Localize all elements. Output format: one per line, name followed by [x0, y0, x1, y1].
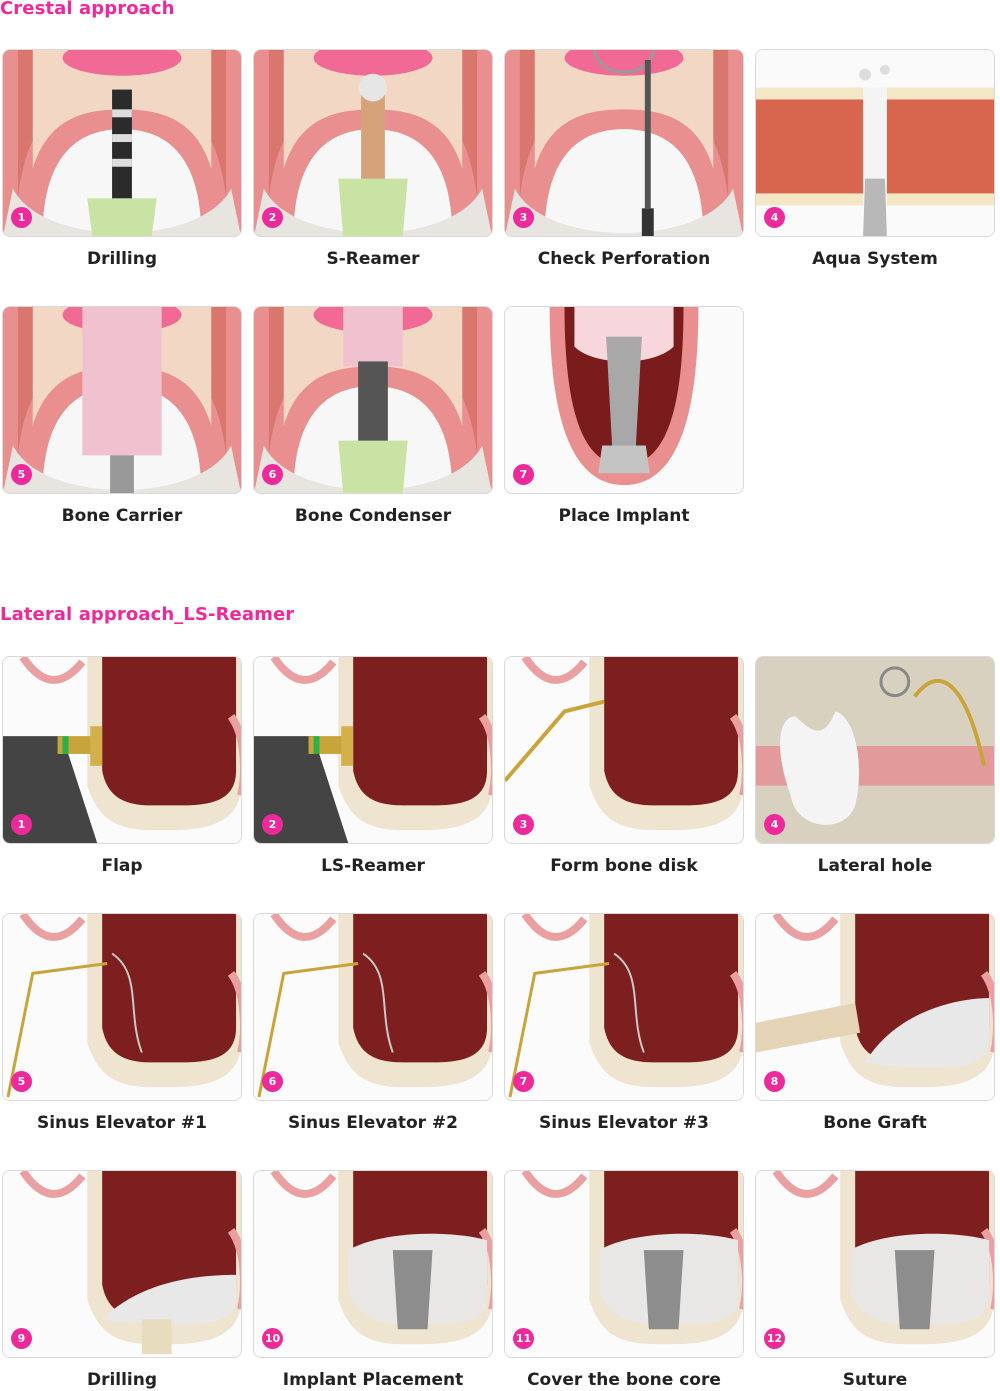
step-number-badge: 12: [764, 1328, 785, 1349]
step-number-badge: 3: [513, 814, 534, 835]
step-illustration: [254, 657, 492, 843]
step-card: 1: [2, 49, 242, 237]
step-card: 9: [2, 1170, 242, 1358]
step-card: 5: [2, 306, 242, 494]
step-number-badge: 8: [764, 1071, 785, 1092]
step-caption: Aqua System: [812, 249, 938, 269]
step-caption: Flap: [101, 856, 143, 876]
step-card: 11: [504, 1170, 744, 1358]
step-card: 2: [253, 656, 493, 844]
step-illustration: [3, 50, 241, 236]
step-illustration: [505, 657, 743, 843]
step-illustration: [254, 914, 492, 1100]
step-caption: Sinus Elevator #2: [287, 1113, 459, 1133]
step-illustration: [756, 914, 994, 1100]
step-card: 3: [504, 49, 744, 237]
step-caption: Sinus Elevator #3: [538, 1113, 710, 1133]
step-caption: Suture: [842, 1370, 908, 1390]
step-card: 2: [253, 49, 493, 237]
step-illustration: [3, 914, 241, 1100]
step-number-badge: 5: [11, 464, 32, 485]
step-caption: Implant Placement: [282, 1370, 464, 1390]
step-card: 12: [755, 1170, 995, 1358]
step-card: 6: [253, 913, 493, 1101]
step-number-badge: 7: [513, 1071, 534, 1092]
step-illustration: [3, 307, 241, 493]
step-card: 10: [253, 1170, 493, 1358]
step-card: 4: [755, 656, 995, 844]
step-illustration: [505, 1171, 743, 1357]
step-caption: Bone Carrier: [61, 506, 183, 526]
step-number-badge: 9: [11, 1328, 32, 1349]
step-card: 3: [504, 656, 744, 844]
step-card: 6: [253, 306, 493, 494]
step-illustration: [505, 50, 743, 236]
step-illustration: [756, 1171, 994, 1357]
step-illustration: [756, 50, 994, 236]
step-number-badge: 1: [11, 814, 32, 835]
step-caption: Cover the bone core: [527, 1370, 721, 1390]
step-caption: Drilling: [86, 1370, 158, 1390]
step-number-badge: 2: [262, 207, 283, 228]
step-caption: S-Reamer: [326, 249, 420, 269]
section-title-lateral: Lateral approach_LS-Reamer: [0, 604, 295, 625]
step-card: 1: [2, 656, 242, 844]
step-number-badge: 11: [513, 1328, 534, 1349]
section-title-crestal: Crestal approach: [0, 0, 175, 19]
step-illustration: [3, 1171, 241, 1357]
step-number-badge: 10: [262, 1328, 283, 1349]
step-caption: LS-Reamer: [321, 856, 425, 876]
step-caption: Form bone disk: [550, 856, 698, 876]
step-card: 4: [755, 49, 995, 237]
step-caption: Lateral hole: [817, 856, 933, 876]
step-number-badge: 2: [262, 814, 283, 835]
step-caption: Bone Graft: [823, 1113, 927, 1133]
step-card: 7: [504, 913, 744, 1101]
step-number-badge: 3: [513, 207, 534, 228]
step-number-badge: 5: [11, 1071, 32, 1092]
step-caption: Bone Condenser: [294, 506, 452, 526]
step-caption: Drilling: [86, 249, 158, 269]
step-illustration: [505, 307, 743, 493]
step-card: 8: [755, 913, 995, 1101]
step-illustration: [254, 1171, 492, 1357]
step-caption: Place Implant: [558, 506, 690, 526]
step-illustration: [3, 657, 241, 843]
step-illustration: [505, 914, 743, 1100]
step-number-badge: 4: [764, 207, 785, 228]
step-number-badge: 4: [764, 814, 785, 835]
step-number-badge: 6: [262, 1071, 283, 1092]
step-illustration: [756, 657, 994, 843]
step-caption: Sinus Elevator #1: [36, 1113, 208, 1133]
step-number-badge: 7: [513, 464, 534, 485]
step-number-badge: 1: [11, 207, 32, 228]
step-illustration: [254, 307, 492, 493]
step-illustration: [254, 50, 492, 236]
step-card: 7: [504, 306, 744, 494]
step-number-badge: 6: [262, 464, 283, 485]
step-caption: Check Perforation: [537, 249, 711, 269]
step-card: 5: [2, 913, 242, 1101]
